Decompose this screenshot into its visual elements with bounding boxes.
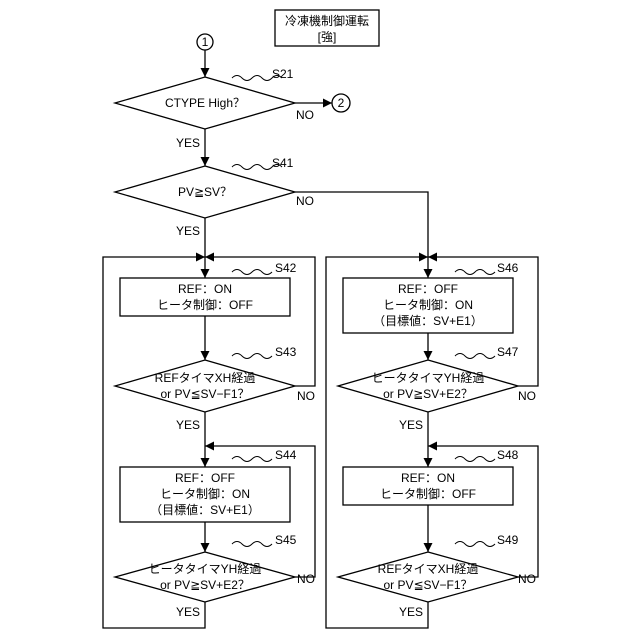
s41-label: S41	[272, 156, 294, 170]
step-leader	[455, 354, 495, 359]
step-leader	[455, 542, 495, 547]
step-leader	[232, 457, 272, 462]
s49-label: S49	[497, 533, 519, 547]
no-label: NO	[296, 194, 314, 208]
s21-text: CTYPE High？	[165, 96, 245, 110]
yes-label: YES	[176, 136, 200, 150]
process-s42: REF：ON ヒータ制御：OFF S42	[120, 261, 297, 316]
s42-line-2: ヒータ制御：OFF	[157, 297, 253, 312]
s47-line-1: ヒータタイマYH経過	[372, 371, 485, 385]
s45-line-1: ヒータタイマYH経過	[149, 562, 262, 576]
step-leader	[455, 457, 495, 462]
s42-label: S42	[275, 261, 297, 275]
s43-line-1: REFタイマXH経過	[155, 371, 256, 385]
no-label: NO	[296, 108, 314, 122]
s42-line-1: REF：ON	[178, 282, 232, 296]
decision-s45: ヒータタイマYH経過 or PV≧SV+E2？ S45	[115, 533, 297, 602]
s41-text: PV≧SV？	[178, 185, 232, 199]
no-label: NO	[297, 389, 315, 403]
s46-line-2: ヒータ制御：ON	[383, 297, 473, 312]
step-leader	[232, 542, 272, 547]
entry-connector-label: 1	[202, 35, 209, 49]
s47-line-2: or PV≧SV+E2？	[383, 387, 473, 401]
yes-label: YES	[176, 418, 200, 432]
process-s46: REF：OFF ヒータ制御：ON （目標値：SV+E1） S46	[343, 261, 519, 333]
s46-label: S46	[497, 261, 519, 275]
s45-line-2: or PV≧SV+E2？	[160, 578, 250, 592]
title-line-1: 冷凍機制御運転	[285, 13, 369, 28]
s45-label: S45	[275, 533, 297, 547]
exit-connector-label: 2	[338, 96, 345, 110]
s48-line-1: REF：ON	[401, 471, 455, 485]
decision-s43: REFタイマXH経過 or PV≦SV−F1？ S43	[115, 345, 297, 412]
entry-connector: 1	[197, 34, 213, 50]
s44-line-2: ヒータ制御：ON	[160, 486, 250, 501]
s44-line-3: （目標値：SV+E1）	[150, 502, 260, 517]
yes-label: YES	[176, 224, 200, 238]
s47-label: S47	[497, 345, 519, 359]
s49-line-2: or PV≦SV−F1？	[383, 578, 472, 592]
step-leader	[232, 354, 272, 359]
exit-connector: 2	[332, 94, 350, 112]
no-label: NO	[297, 572, 315, 586]
step-leader	[455, 270, 495, 275]
s46-line-3: （目標値：SV+E1）	[373, 313, 483, 328]
no-label: NO	[518, 572, 536, 586]
title-line-2: [強]	[318, 30, 337, 44]
no-label: NO	[518, 389, 536, 403]
yes-label: YES	[399, 605, 423, 619]
title-box: 冷凍機制御運転 [強]	[275, 10, 379, 46]
s49-line-1: REFタイマXH経過	[378, 562, 479, 576]
yes-label: YES	[176, 605, 200, 619]
s21-label: S21	[272, 67, 294, 81]
s43-label: S43	[275, 345, 297, 359]
s44-line-1: REF：OFF	[175, 471, 235, 485]
s46-line-1: REF：OFF	[398, 282, 458, 296]
s43-line-2: or PV≦SV−F1？	[160, 387, 249, 401]
s44-label: S44	[275, 448, 297, 462]
step-leader	[232, 270, 272, 275]
process-s48: REF：ON ヒータ制御：OFF S48	[343, 448, 519, 505]
process-s44: REF：OFF ヒータ制御：ON （目標値：SV+E1） S44	[120, 448, 297, 522]
yes-label: YES	[399, 418, 423, 432]
s48-line-2: ヒータ制御：OFF	[380, 486, 476, 501]
s48-label: S48	[497, 448, 519, 462]
